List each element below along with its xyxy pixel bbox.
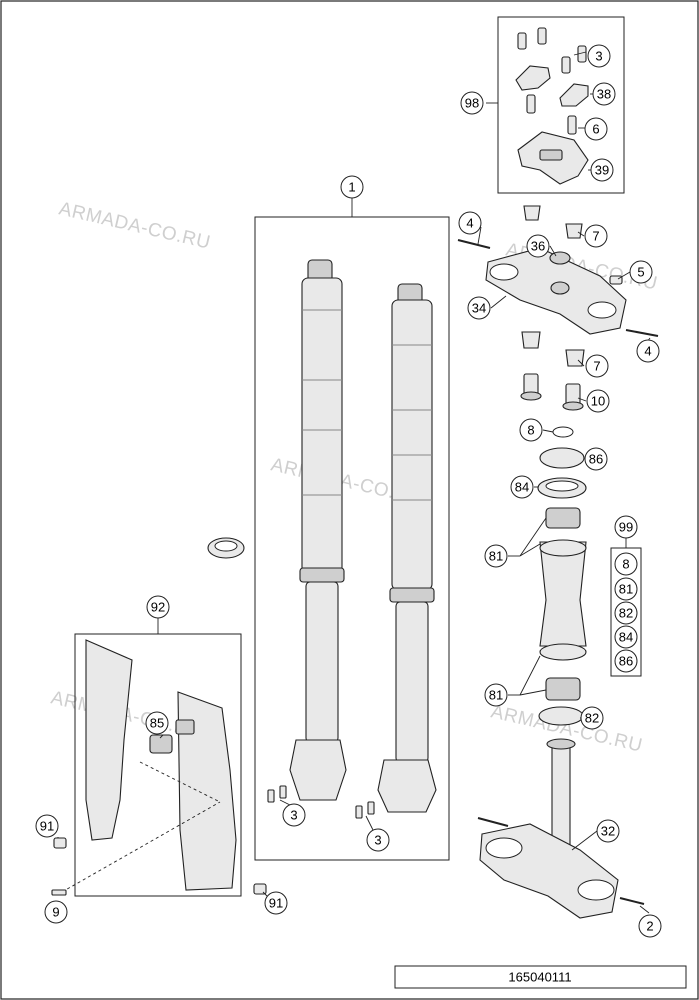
callout-34: 34 [467,296,491,320]
callout-2: 2 [638,914,662,938]
svg-text:84: 84 [515,480,529,495]
svg-text:8: 8 [622,557,629,572]
callout-3-right: 3 [366,828,390,852]
svg-text:82: 82 [619,606,633,621]
callout-99: 99 [614,515,638,539]
kit-99-item-82: 82 [614,601,638,625]
callout-5: 5 [629,260,653,284]
document-id-box: 165040111 [394,965,687,989]
kit-99-item-8: 8 [614,552,638,576]
svg-text:91: 91 [269,896,283,911]
fork-leg-right [377,283,437,813]
kit-99-item-84: 84 [614,625,638,649]
screw-9 [51,889,67,896]
lower-triple-clamp [477,738,645,919]
bearing-stack [537,426,587,726]
svg-text:91: 91 [40,819,54,834]
callout-10: 10 [586,389,610,413]
callout-91-right: 91 [264,891,288,915]
svg-text:4: 4 [644,344,651,359]
svg-text:86: 86 [589,452,603,467]
svg-text:39: 39 [595,163,609,178]
kit-99-item-86: 86 [614,649,638,673]
svg-text:84: 84 [619,630,633,645]
svg-text:81: 81 [489,688,503,703]
stem-bushings [520,373,584,411]
callout-9: 9 [44,900,68,924]
svg-text:1: 1 [348,180,355,195]
upper-triple-clamp [457,239,659,337]
callout-92: 92 [146,595,170,619]
callout-91-left: 91 [35,814,59,838]
svg-text:86: 86 [619,654,633,669]
svg-text:98: 98 [465,96,479,111]
svg-text:81: 81 [619,582,633,597]
fork-leg-left [289,259,347,801]
svg-text:38: 38 [597,87,611,102]
callout-98: 98 [460,91,484,115]
svg-text:10: 10 [591,394,605,409]
svg-text:7: 7 [592,229,599,244]
callout-85: 85 [145,711,169,735]
callout-84: 84 [510,475,534,499]
svg-text:81: 81 [489,549,503,564]
callout-81-bottom: 81 [484,683,508,707]
callout-4-bottom: 4 [636,339,660,363]
fork-axle-screws [267,785,375,819]
svg-text:6: 6 [592,122,599,137]
callout-8: 8 [519,418,543,442]
callout-32: 32 [596,819,620,843]
svg-text:3: 3 [290,808,297,823]
svg-text:9: 9 [52,905,59,920]
callout-4-top: 4 [458,211,482,235]
callout-3-left: 3 [282,803,306,827]
callout-39: 39 [590,158,614,182]
fork-guards [85,639,237,891]
callout-6: 6 [584,117,608,141]
callout-81-top: 81 [484,544,508,568]
callout-7-top: 7 [584,224,608,248]
callout-38: 38 [592,82,616,106]
svg-text:85: 85 [150,716,164,731]
svg-text:82: 82 [585,711,599,726]
svg-text:92: 92 [151,600,165,615]
svg-text:32: 32 [601,824,615,839]
guard-dash-line-2 [139,761,221,803]
svg-text:34: 34 [472,301,486,316]
callout-3-kit: 3 [587,44,611,68]
svg-text:3: 3 [374,833,381,848]
watermark-1: ARMADA-CO.RU [57,198,213,253]
svg-text:5: 5 [637,265,644,280]
guard-dash-line [61,801,221,893]
screw-91-left [53,837,67,849]
callout-82: 82 [580,706,604,730]
kit-99-item-81: 81 [614,577,638,601]
callouts: 1 3 38 98 6 39 4 7 36 5 34 4 7 10 8 86 8… [35,44,662,938]
callout-1: 1 [340,175,364,199]
svg-text:2: 2 [646,919,653,934]
kit-98-parts [515,27,589,185]
svg-text:99: 99 [619,520,633,535]
screw-91-right [253,883,267,895]
kit-98-frame [497,16,625,194]
lock-ring [207,537,245,559]
document-id: 165040111 [508,970,571,985]
svg-text:3: 3 [595,49,602,64]
svg-text:4: 4 [466,216,473,231]
svg-text:8: 8 [527,423,534,438]
callout-86: 86 [584,447,608,471]
svg-text:36: 36 [531,239,545,254]
svg-text:7: 7 [593,359,600,374]
callout-36: 36 [526,234,550,258]
callout-7-bottom: 7 [585,354,609,378]
